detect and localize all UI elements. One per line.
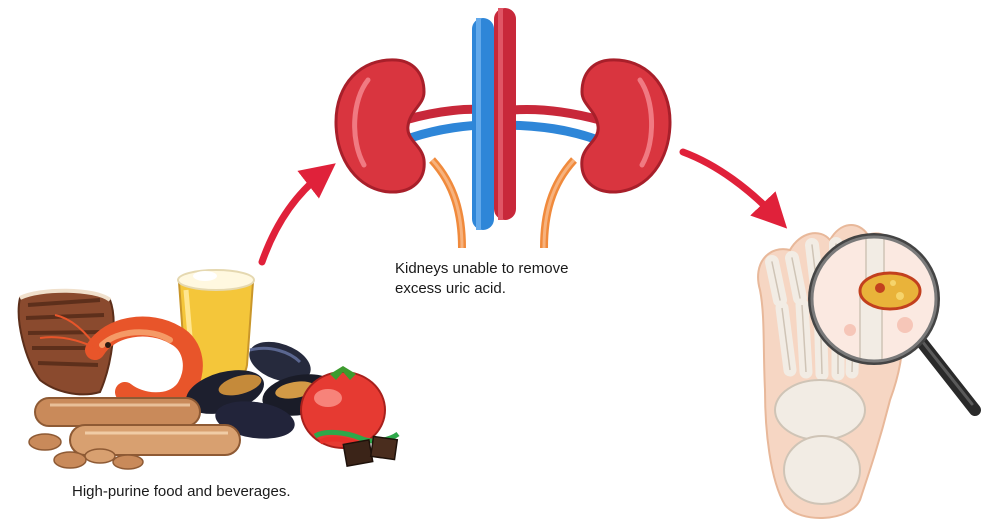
food-caption: High-purine food and beverages. [72, 483, 291, 500]
kidney-caption-line-1: Kidneys unable to remove [395, 260, 569, 277]
left-kidney [334, 58, 426, 194]
right-kidney [580, 58, 672, 194]
high-purine-food-illustration [17, 269, 400, 470]
sausages [34, 397, 241, 456]
kidney-caption-line-2: excess uric acid. [395, 280, 506, 297]
uric-acid-deposit [858, 271, 922, 311]
arrow-food-to-kidneys [258, 163, 336, 266]
vena-cava [472, 18, 494, 230]
kidney-caption: Kidneys unable to remove excess uric aci… [395, 259, 655, 299]
tomato [300, 366, 386, 449]
magnifying-glass-icon [808, 233, 981, 416]
aorta [494, 8, 516, 220]
gout-foot-illustration [757, 224, 981, 519]
steak [17, 288, 115, 396]
kidneys-illustration [334, 8, 672, 249]
arrow-kidneys-to-foot [679, 148, 788, 229]
